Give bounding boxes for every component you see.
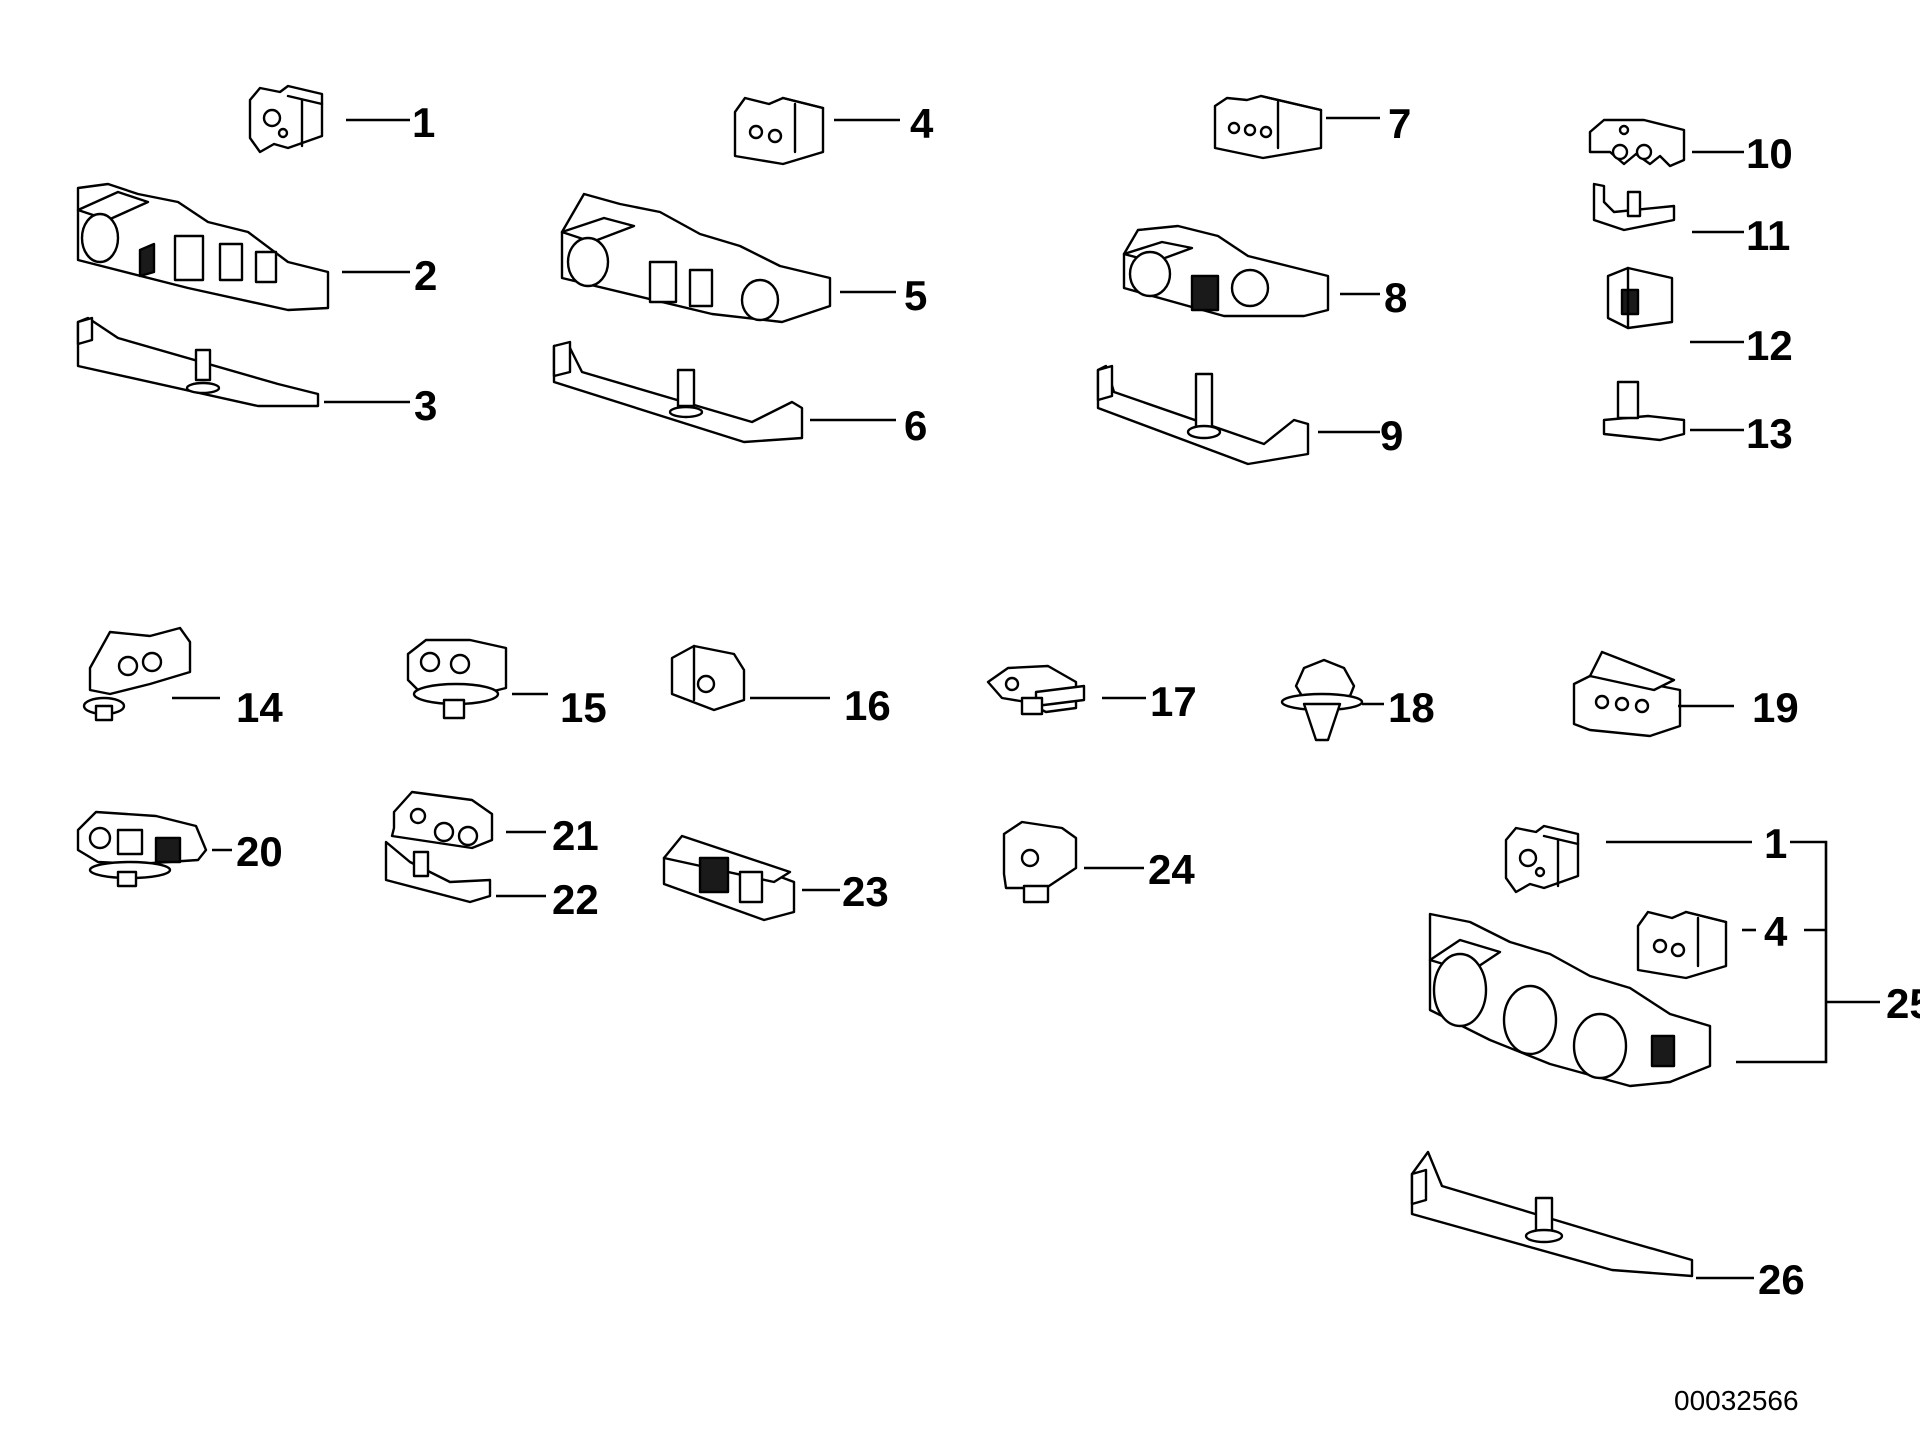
part-8-multi-holder	[1122, 224, 1330, 318]
callout-8: 8	[1384, 274, 1407, 321]
callout-18: 18	[1388, 684, 1435, 731]
part-9-base-rail	[1096, 364, 1310, 466]
part-20-clip-with-pin	[76, 810, 208, 888]
callout-22: 22	[552, 876, 599, 923]
callout-6: 6	[904, 402, 927, 449]
part-1-single-clip	[248, 84, 324, 154]
assembly-part-1-single-clip	[1504, 824, 1580, 894]
callout-1: 1	[412, 99, 435, 146]
part-12-clip-block	[1606, 266, 1674, 330]
callout-25: 25	[1886, 980, 1920, 1027]
callout-2: 2	[414, 252, 437, 299]
callout-13: 13	[1746, 410, 1793, 457]
callout-numbers: 1 4 7 10 11 12 13 2 3 5 6 8 9 14 15 16 1…	[236, 99, 1920, 1303]
callout-9: 9	[1380, 412, 1403, 459]
callout-14: 14	[236, 684, 283, 731]
part-23-sleeve	[662, 834, 796, 922]
assembly-part-4-double-clip	[1636, 910, 1728, 980]
part-2-multi-holder	[76, 182, 330, 312]
callout-10: 10	[1746, 130, 1793, 177]
part-11-clip-base	[1592, 182, 1676, 232]
callout-4-assembly: 4	[1764, 908, 1788, 955]
callout-26: 26	[1758, 1256, 1805, 1303]
part-21-clip-top	[390, 790, 494, 850]
callout-11: 11	[1746, 212, 1790, 259]
part-6-base-rail	[552, 340, 804, 444]
callout-20: 20	[236, 828, 283, 875]
callout-16: 16	[844, 682, 891, 729]
part-13-base-stud	[1602, 380, 1686, 442]
part-24-clip	[1002, 820, 1078, 904]
callout-23: 23	[842, 868, 889, 915]
part-14-clip-with-pin	[82, 626, 192, 722]
callout-21: 21	[552, 812, 599, 859]
assembly-large-holder	[1428, 912, 1712, 1088]
part-4-double-clip	[733, 96, 825, 166]
part-19-triple-clip-hinged	[1572, 650, 1682, 738]
callout-17: 17	[1150, 678, 1197, 725]
part-17-clip	[986, 664, 1086, 716]
part-3-base-rail	[76, 316, 320, 408]
part-22-clip-base	[384, 840, 492, 904]
part-18-push-rivet	[1280, 658, 1364, 742]
leader-lines	[172, 116, 1880, 1280]
part-5-multi-holder	[560, 192, 832, 324]
part-7-triple-clip	[1213, 94, 1323, 160]
callout-19: 19	[1752, 684, 1799, 731]
part-15-clip-with-pin	[406, 638, 508, 720]
part-10-clip-top	[1588, 118, 1686, 168]
callout-4: 4	[910, 100, 934, 147]
callout-24: 24	[1148, 846, 1195, 893]
part-16-block-clip	[670, 644, 746, 712]
callout-3: 3	[414, 382, 437, 429]
callout-1-assembly: 1	[1764, 820, 1787, 867]
callout-15: 15	[560, 684, 607, 731]
callout-7: 7	[1388, 100, 1411, 147]
callout-5: 5	[904, 272, 927, 319]
callout-12: 12	[1746, 322, 1793, 369]
document-number: 00032566	[1674, 1385, 1799, 1416]
part-26-base-rail	[1410, 1150, 1694, 1278]
